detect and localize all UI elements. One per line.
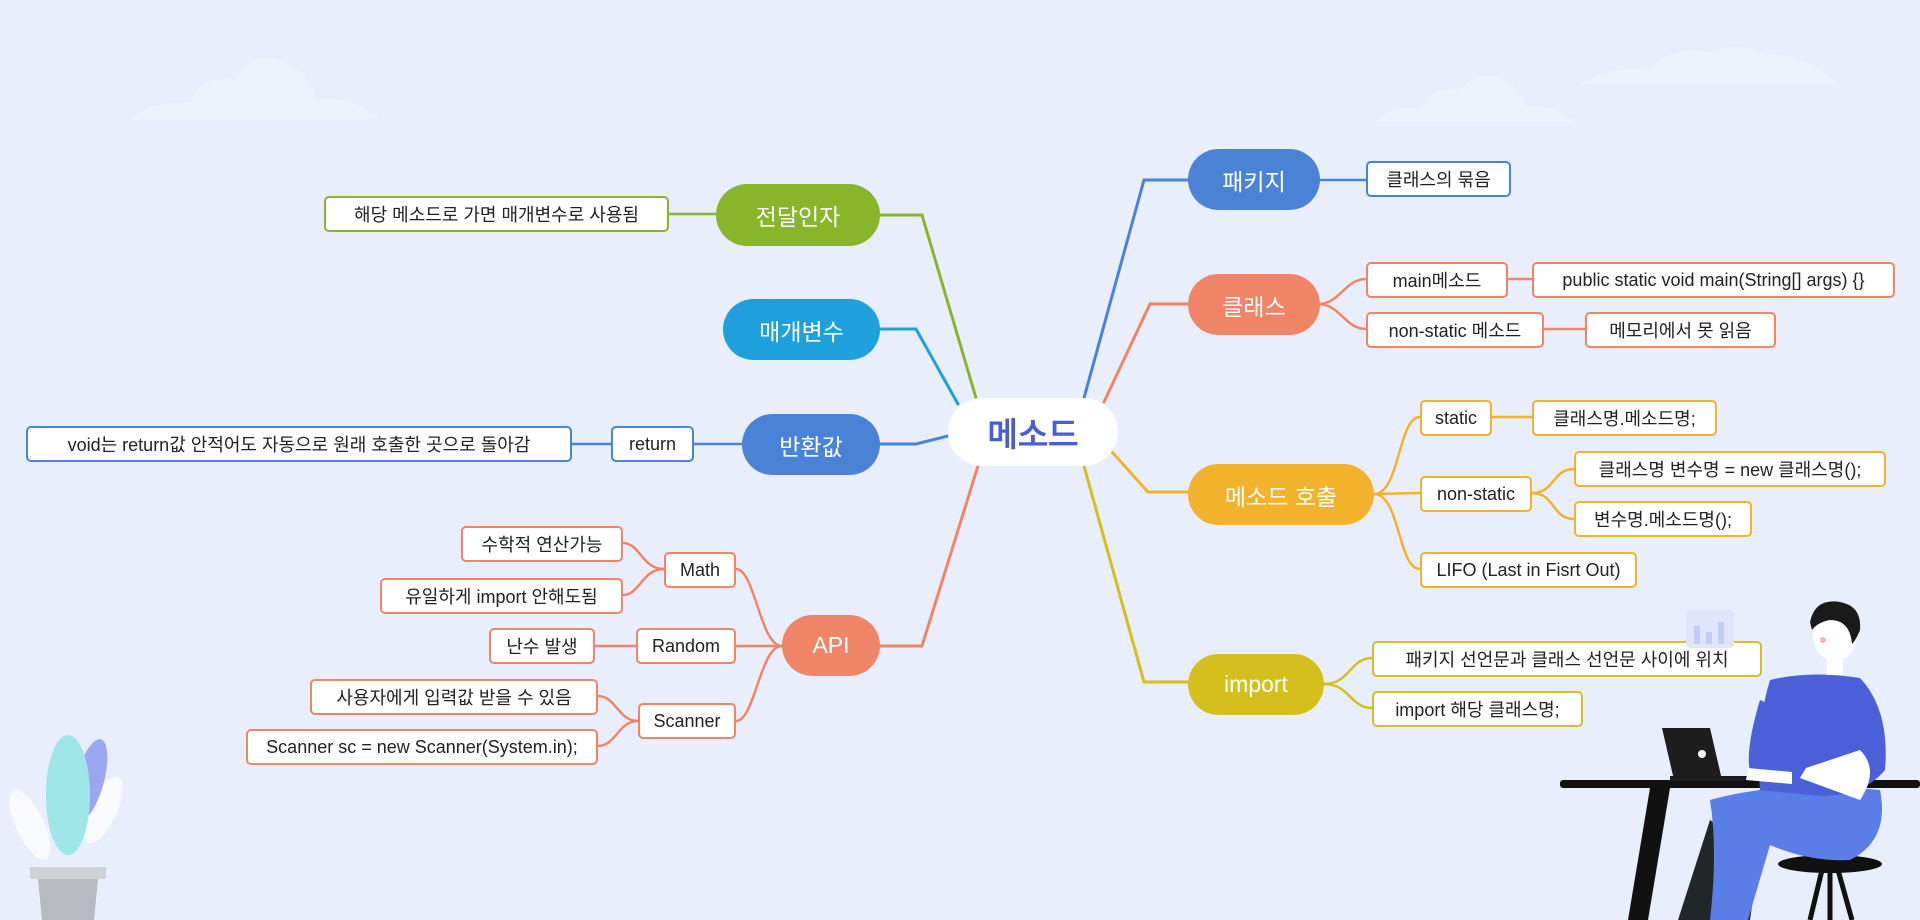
node-api-scanner[interactable]: Scanner <box>638 703 736 739</box>
node-api-math-note1[interactable]: 수학적 연산가능 <box>461 526 623 562</box>
node-api-math[interactable]: Math <box>664 552 736 588</box>
node-method-call[interactable]: 메소드 호출 <box>1188 464 1374 525</box>
node-import-note2[interactable]: import 해당 클래스명; <box>1372 691 1583 727</box>
node-nonstatic-method[interactable]: non-static 메소드 <box>1366 312 1544 348</box>
node-call-nonstatic[interactable]: non-static <box>1420 476 1532 512</box>
node-package[interactable]: 패키지 <box>1188 149 1320 210</box>
node-package-desc[interactable]: 클래스의 묶음 <box>1366 161 1511 197</box>
node-call-static-syntax[interactable]: 클래스명.메소드명; <box>1532 400 1717 436</box>
person-at-laptop-illustration <box>1560 601 1920 920</box>
node-api-scanner-note1[interactable]: 사용자에게 입력값 받을 수 있음 <box>310 679 598 715</box>
node-call-nonstatic-syntax1[interactable]: 클래스명 변수명 = new 클래스명(); <box>1574 451 1886 487</box>
root-node[interactable]: 메소드 <box>948 398 1118 466</box>
node-api-math-note2[interactable]: 유일하게 import 안해도됨 <box>380 578 623 614</box>
node-class[interactable]: 클래스 <box>1188 274 1320 335</box>
plant-illustration <box>9 735 123 920</box>
node-main-signature[interactable]: public static void main(String[] args) {… <box>1532 262 1895 298</box>
node-api-scanner-note2[interactable]: Scanner sc = new Scanner(System.in); <box>246 729 598 765</box>
node-return-value[interactable]: 반환값 <box>742 414 880 475</box>
node-return-note[interactable]: void는 return값 안적어도 자동으로 원래 호출한 곳으로 돌아감 <box>26 426 572 462</box>
node-call-static[interactable]: static <box>1420 400 1492 436</box>
node-call-nonstatic-syntax2[interactable]: 변수명.메소드명(); <box>1574 501 1752 537</box>
node-nonstatic-note[interactable]: 메모리에서 못 읽음 <box>1585 312 1776 348</box>
node-api[interactable]: API <box>782 615 880 676</box>
node-argument-desc[interactable]: 해당 메소드로 가면 매개변수로 사용됨 <box>324 196 669 232</box>
cloud-decoration-left <box>130 57 380 120</box>
node-call-lifo[interactable]: LIFO (Last in Fisrt Out) <box>1420 552 1637 588</box>
node-main-method[interactable]: main메소드 <box>1366 262 1508 298</box>
cloud-decoration-right-1 <box>1375 75 1575 122</box>
node-api-random[interactable]: Random <box>636 628 736 664</box>
cloud-decoration-right-2 <box>1580 46 1840 85</box>
node-argument[interactable]: 전달인자 <box>716 184 880 246</box>
node-parameter[interactable]: 매개변수 <box>723 299 880 360</box>
node-api-random-note[interactable]: 난수 발생 <box>489 628 595 664</box>
node-return[interactable]: return <box>611 426 694 462</box>
node-import[interactable]: import <box>1188 654 1324 715</box>
